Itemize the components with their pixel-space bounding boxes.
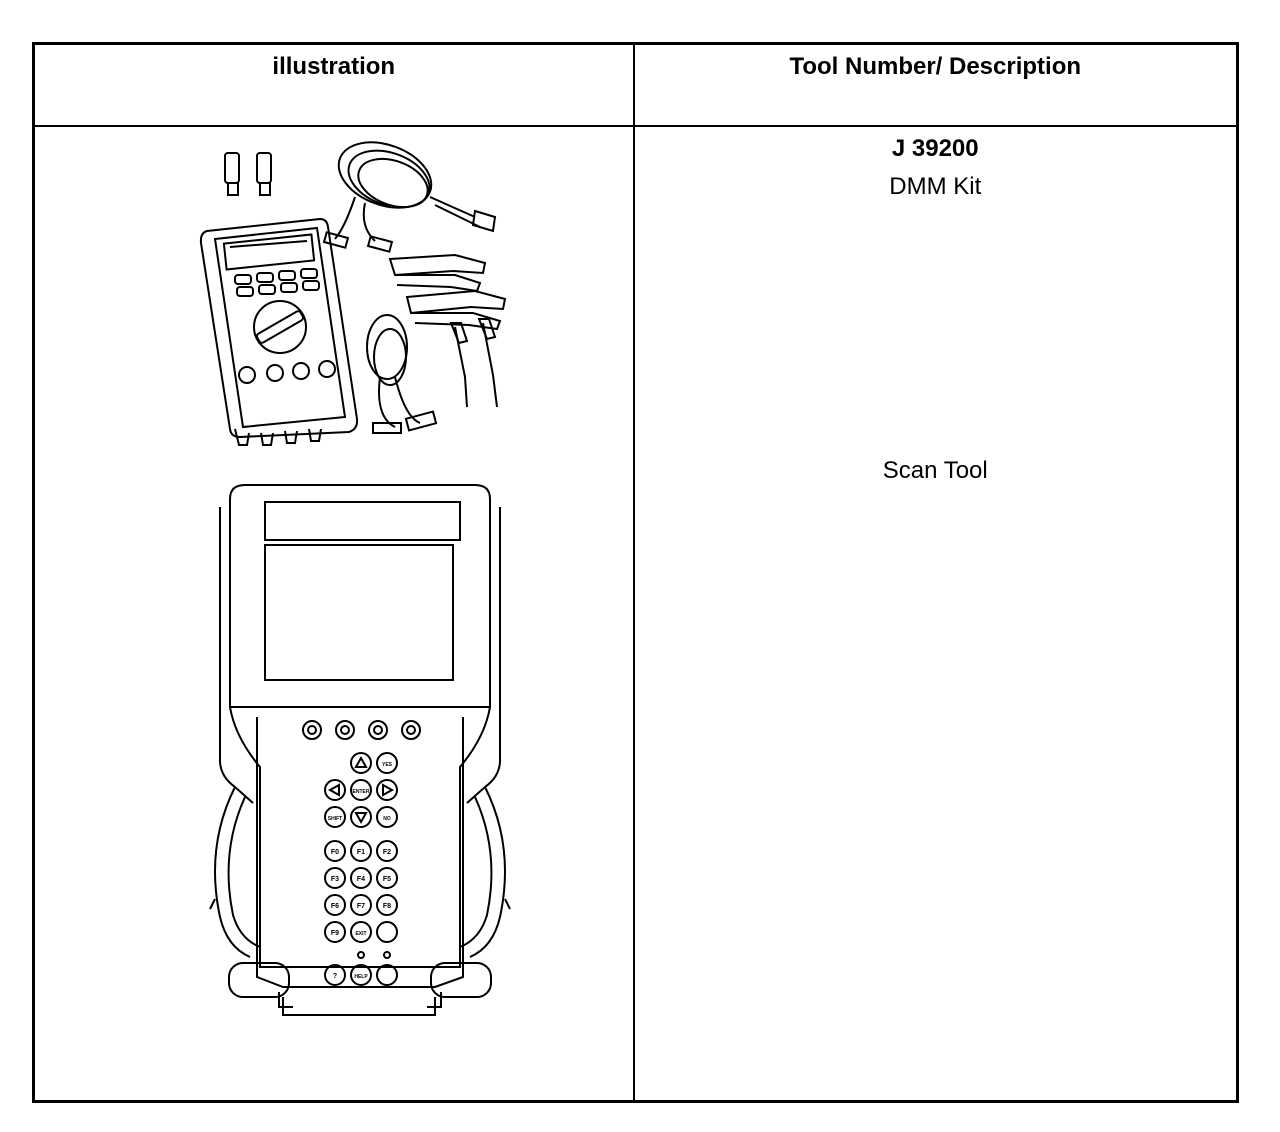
header-tool-description: Tool Number/ Description (632, 42, 1239, 127)
alligator-clip-icon (388, 253, 507, 331)
tool-table: illustration Tool Number/ Description (32, 42, 1239, 1103)
key-label: ? (333, 973, 337, 980)
key-label: F4 (357, 876, 365, 883)
tool-illustrations: F0 F1 F2 F3 F4 F5 F6 F7 F8 F9 EXIT ENTER… (199, 141, 511, 1016)
key-label: ENTER (353, 789, 370, 795)
key-label: NO (383, 816, 391, 822)
key-label: F9 (331, 930, 339, 937)
arrow-keys-icon (324, 752, 398, 828)
key-label: YES (382, 762, 393, 768)
tool-number-dmm: J 39200 (891, 135, 979, 162)
function-button-icon (302, 720, 421, 740)
tool-description-scan-tool: Scan Tool (882, 457, 988, 484)
key-label: EXIT (355, 931, 366, 937)
key-label: F8 (383, 903, 391, 910)
key-label: F0 (331, 849, 339, 856)
test-lead-coil-icon (322, 141, 497, 253)
key-label: F5 (383, 876, 391, 883)
header-row: illustration Tool Number/ Description (32, 42, 1239, 127)
key-label: F1 (357, 849, 365, 856)
scan-tool-icon (209, 484, 511, 1016)
key-label: SHIFT (328, 816, 342, 822)
keypad-icon (324, 840, 398, 986)
key-label: HELP (354, 974, 368, 980)
key-label: F7 (357, 903, 365, 910)
header-illustration: illustration (32, 42, 635, 127)
dmm-meter-icon (199, 217, 359, 446)
key-label: F3 (331, 876, 339, 883)
table-row: F0 F1 F2 F3 F4 F5 F6 F7 F8 F9 EXIT ENTER… (32, 125, 1239, 1103)
key-label: F6 (331, 903, 339, 910)
tool-description-dmm: DMM Kit (889, 173, 982, 200)
illustration-cell: F0 F1 F2 F3 F4 F5 F6 F7 F8 F9 EXIT ENTER… (32, 125, 635, 1103)
fuse-icon (224, 152, 272, 196)
test-lead-set-icon (366, 314, 498, 434)
key-label: F2 (383, 849, 391, 856)
description-cell: J 39200 DMM Kit Scan Tool (632, 125, 1239, 1103)
